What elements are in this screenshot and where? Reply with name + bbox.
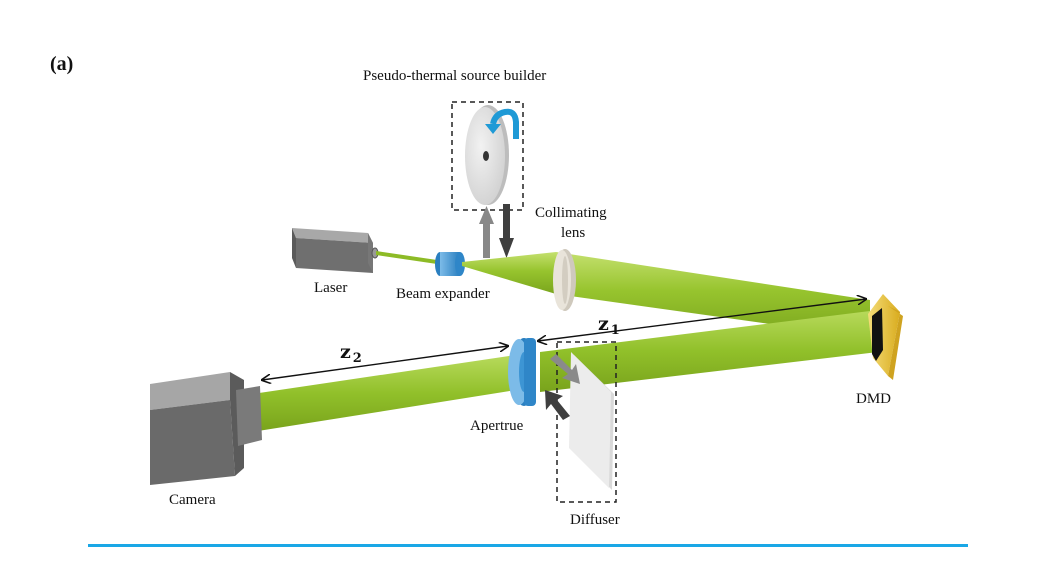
dmd-label: DMD <box>856 391 891 407</box>
diffuser-label: Diffuser <box>570 512 620 528</box>
panel-label: (a) <box>50 53 73 75</box>
z1-subscript: 1 <box>611 323 620 338</box>
laser <box>292 228 379 273</box>
remove-arrow-down-icon <box>499 204 514 258</box>
z2-distance-arrow <box>262 346 508 380</box>
aperture <box>508 338 536 406</box>
rotating-disc <box>465 105 509 205</box>
aperture-label: Apertrue <box>470 418 524 434</box>
z1-distance-arrow <box>538 299 866 341</box>
pseudo-thermal-label: Pseudo-thermal source builder <box>363 68 546 84</box>
laser-label: Laser <box>314 280 347 296</box>
z2-subscript: 2 <box>353 351 362 366</box>
z1-symbol: z <box>598 313 609 335</box>
beam-expander-label: Beam expander <box>396 286 490 302</box>
dmd <box>868 294 903 380</box>
z2-symbol: z <box>340 341 351 363</box>
diffuser-remove-arrow-icon <box>545 390 570 420</box>
collimating-lens-label-line2: lens <box>561 225 585 241</box>
insert-arrow-up-icon <box>479 206 494 258</box>
camera-label: Camera <box>169 492 216 508</box>
beam-expander <box>435 252 465 276</box>
diffuser <box>569 352 614 490</box>
collimating-lens-label-line1: Collimating <box>535 205 607 221</box>
diffuser-insert-arrow-icon <box>550 354 580 384</box>
divider-line <box>88 544 968 547</box>
camera <box>150 372 262 485</box>
laser-beam-narrow <box>376 251 437 264</box>
rotation-arrow-icon <box>485 108 519 139</box>
collimating-lens <box>553 249 576 311</box>
expanding-beam <box>462 252 556 294</box>
